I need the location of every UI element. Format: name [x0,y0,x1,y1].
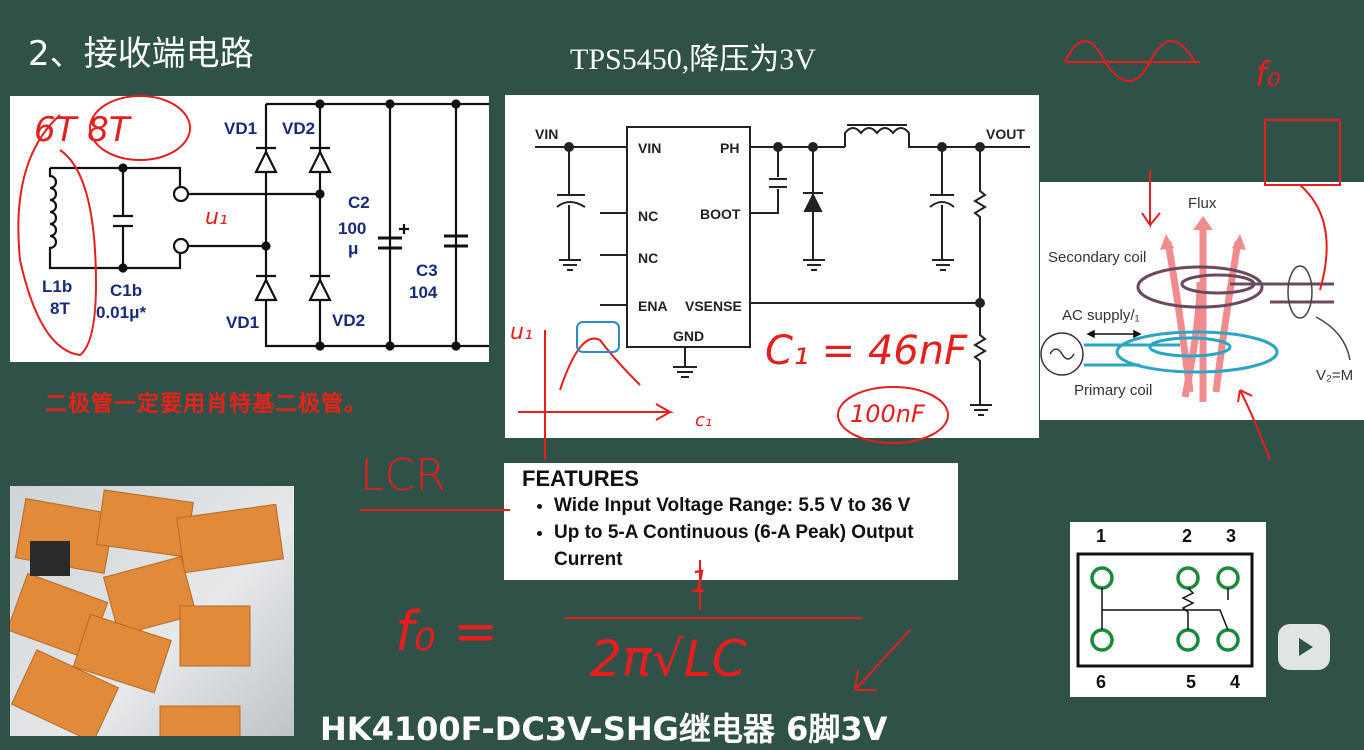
pin-label-6: 6 [1096,672,1106,692]
formula-denominator: 2π√LC [590,630,747,688]
label-c3: C3 [416,261,438,280]
annotation-turns: 6T 8T [34,110,130,150]
pin-vin: VIN [638,140,661,156]
label-vd2-bottom: VD2 [332,311,365,330]
annotation-u1: u₁ [205,205,228,230]
slide-subtitle: TPS5450,降压为3V [570,43,816,76]
pin-nc-1: NC [638,208,658,224]
play-triangle-icon [1299,638,1313,656]
label-c2-value: 100 [338,219,366,238]
features-box: FEATURES Wide Input Voltage Range: 5.5 V… [504,463,958,580]
annotation-c1-alt: 100nF [850,400,925,428]
relay-photo [6,486,294,747]
bilibili-play-icon[interactable] [1278,624,1330,670]
pin-boot: BOOT [700,206,741,222]
label-vd1-bottom: VD1 [226,313,259,332]
annotation-axis-u: u₁ [510,320,533,345]
buck-circuit-panel: VIN VIN PH VOUT NC BOOT NC ENA VSENSE GN… [505,95,1039,438]
pin-nc-2: NC [638,250,658,266]
pin-ena: ENA [638,298,668,314]
label-c3-value: 104 [409,283,438,302]
label-ac-supply: AC supply/₁ [1062,307,1140,324]
annotation-lcr: LCR [360,450,446,501]
pin-label-4: 4 [1230,672,1240,692]
label-secondary-coil: Secondary coil [1048,249,1146,266]
schottky-note: 二极管一定要用肖特基二极管。 [45,392,368,417]
label-c1b-value: 0.01μ* [96,303,146,322]
relay-photo-illustration [6,489,284,747]
label-c2-unit: μ [348,239,358,258]
pin-label-3: 3 [1226,526,1236,546]
feature-item: Up to 5-A Continuous (6-A Peak) Output C… [554,519,940,573]
features-heading: FEATURES [522,466,639,491]
label-primary-coil: Primary coil [1074,382,1152,399]
receiver-circuit-panel: VD1 VD2 VD1 VD2 C2 100 μ C3 104 L1b 8T C… [10,96,489,362]
formula-lhs: f₀ = [395,600,499,663]
relay-pinout-panel: 1 2 3 6 5 4 [1070,522,1266,697]
pin-gnd: GND [673,328,704,344]
label-flux: Flux [1188,195,1217,212]
annotation-axis-c: c₁ [695,410,713,431]
label-c2: C2 [348,193,370,212]
slide-title: 2、接收端电路 [28,34,254,74]
pin-vsense: VSENSE [685,298,742,314]
annotation-f0: f₀ [1255,55,1281,95]
label-l1b: L1b [42,277,72,296]
formula-numerator: 1 [690,565,710,600]
pin-ph: PH [720,140,739,156]
label-l1b-turns: 8T [50,299,70,318]
pin-label-2: 2 [1182,526,1192,546]
tps5450-schematic: VIN VIN PH VOUT NC BOOT NC ENA VSENSE GN… [535,124,1030,416]
relay-pinout-diagram: 1 2 3 6 5 4 [1076,526,1254,692]
label-vin-ext: VIN [535,126,558,142]
label-vd1-top: VD1 [224,119,257,138]
receiver-circuit-diagram: VD1 VD2 VD1 VD2 C2 100 μ C3 104 L1b 8T C… [42,99,489,351]
pin-label-1: 1 [1096,526,1106,546]
mutual-induction-diagram: Flux Secondary coil AC supply/₁ Primary … [1040,195,1353,402]
label-vout: VOUT [986,126,1025,142]
feature-item: Wide Input Voltage Range: 5.5 V to 36 V [554,492,940,519]
pin-label-5: 5 [1186,672,1196,692]
label-v2: V₂=M [1316,367,1353,384]
coil-diagram-panel: Flux Secondary coil AC supply/₁ Primary … [1040,182,1364,420]
label-vd2-top: VD2 [282,119,315,138]
annotation-c1-value: C₁ = 46nF [765,328,968,374]
label-c1b: C1b [110,281,142,300]
